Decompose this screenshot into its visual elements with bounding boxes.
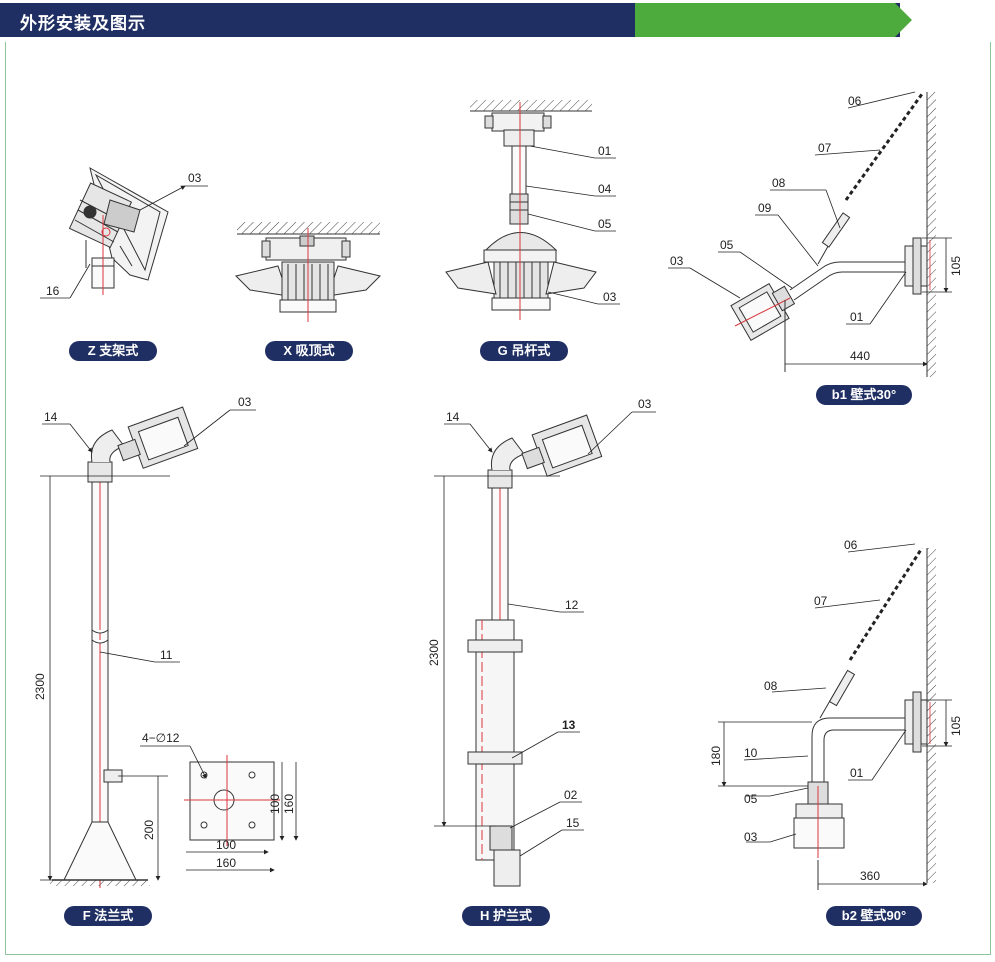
b2-dim-105: 105 [949,716,963,736]
b2-callout-06: 06 [844,538,858,552]
f-callout-11: 11 [160,648,173,662]
f-callout-03: 03 [238,395,252,409]
f-dim-160-v: 160 [282,794,296,814]
h-guard-drawing [467,414,603,887]
f-hole-label: 4−∅12 [142,731,180,745]
b1-callout-05: 05 [720,238,734,252]
h-callout-03: 03 [638,397,652,411]
caption-f-flange: F 法兰式 [64,906,152,926]
f-dim-100-v: 100 [268,794,282,814]
b1-callout-08: 08 [772,176,786,190]
b2-callout-03: 03 [744,830,758,844]
h-callout-15: 15 [566,816,580,830]
section-header-bar [0,3,912,37]
b2-callout-01: 01 [850,766,864,780]
g-pendant-drawing [445,100,597,320]
b2-callout-08: 08 [764,679,778,693]
f-dim-160-h: 160 [216,856,236,870]
caption-h-guard: H 护兰式 [462,906,550,926]
b1-dim-440: 440 [850,349,870,363]
h-callout-14: 14 [446,410,460,424]
b1-callout-06: 06 [848,94,862,108]
b1-callout-01: 01 [850,310,864,324]
g-callout-04: 04 [598,182,612,196]
b1-wall30-drawing [730,92,936,377]
h-dim-2300: 2300 [427,639,441,666]
g-callout-01: 01 [598,144,612,158]
b1-callout-07: 07 [818,141,832,155]
h-callout-02: 02 [564,788,578,802]
g-callout-05: 05 [598,217,612,231]
caption-z-bracket: Z 支架式 [69,341,157,361]
b2-dim-180: 180 [709,746,723,766]
caption-b1-wall30: b1 壁式30° [816,385,912,405]
g-callout-03: 03 [603,290,617,304]
b2-dim-360: 360 [860,869,880,883]
b2-wall90-drawing [793,547,936,890]
z-bracket-drawing [68,166,169,295]
caption-b2-wall90: b2 壁式90° [826,906,922,926]
caption-x-ceiling: X 吸顶式 [265,341,353,361]
z-callout-16: 16 [46,284,60,298]
b2-callout-05: 05 [744,792,758,806]
f-dim-100-h: 100 [216,838,236,852]
f-dim-2300: 2300 [33,673,47,700]
section-title: 外形安装及图示 [20,14,146,33]
caption-g-pendant: G 吊杆式 [480,341,568,361]
f-dim-200: 200 [142,820,156,840]
z-callout-03: 03 [188,171,202,185]
b1-dim-105: 105 [949,256,963,276]
b2-callout-10: 10 [744,746,758,760]
drawing-frame [5,42,991,955]
b1-callout-03: 03 [670,254,684,268]
f-callout-14: 14 [44,410,58,424]
b1-callout-09: 09 [758,201,772,215]
h-callout-12: 12 [565,598,579,612]
b2-callout-07: 07 [814,594,828,608]
h-callout-13: 13 [562,718,576,732]
x-ceiling-drawing [235,222,381,322]
